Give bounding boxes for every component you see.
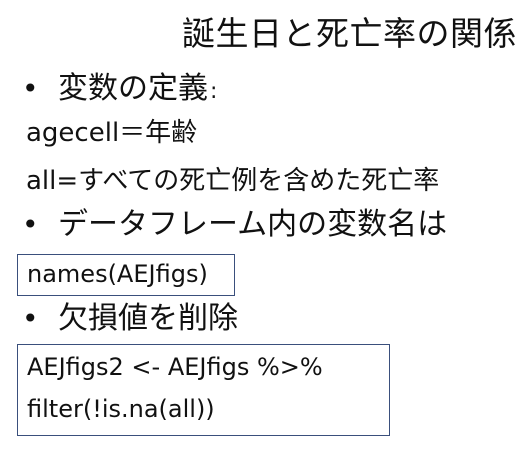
slide-title: 誕生日と死亡率の関係 xyxy=(182,14,517,53)
code-filter-line2: filter(!is.na(all)) xyxy=(27,395,215,423)
bullet-text: データフレーム内の変数名は xyxy=(58,207,448,242)
bullet-text: 欠損値を削除 xyxy=(58,301,238,336)
code-box-filter: AEJfigs2 <- AEJfigs %>% filter(!is.na(al… xyxy=(17,344,390,436)
code-names-call: names(AEJfigs) xyxy=(27,260,208,288)
bullet-icon: • xyxy=(22,302,39,335)
bullet-variable-definition: • 変数の定義: xyxy=(22,70,217,112)
definition-all: all=すべての死亡例を含めた死亡率 xyxy=(26,166,440,196)
bullet-icon: • xyxy=(22,208,39,241)
bullet-text: 変数の定義 xyxy=(58,71,208,106)
code-filter-line1: AEJfigs2 <- AEJfigs %>% xyxy=(27,353,323,381)
bullet-dataframe-vars: • データフレーム内の変数名は xyxy=(22,206,447,248)
bullet-remove-na: • 欠損値を削除 xyxy=(22,300,238,342)
code-box-names: names(AEJfigs) xyxy=(17,254,235,296)
definition-agecell: agecell＝年齢 xyxy=(26,118,198,148)
colon-text: : xyxy=(210,79,218,104)
bullet-icon: • xyxy=(22,72,39,105)
